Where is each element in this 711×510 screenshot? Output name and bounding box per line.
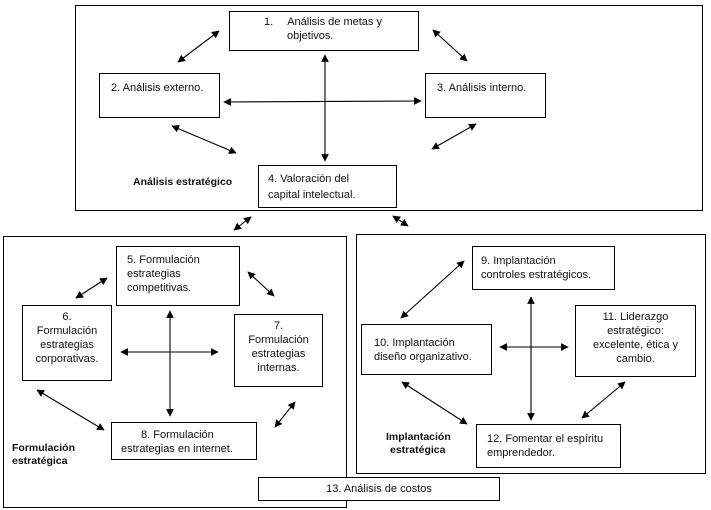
box-8-internet-strategies: 8. Formulación estrategias en internet. (111, 422, 257, 460)
box-11-line-3: excelente, ética y (593, 339, 678, 351)
box-2-external-analysis: 2. Análisis externo. (99, 73, 220, 118)
box-12-line-1: 12. Fomentar el espíritu (487, 433, 604, 445)
box-3-internal-analysis: 3. Análisis interno. (425, 73, 546, 118)
box-6-line-1: 6. (62, 311, 72, 323)
box-9-strategic-controls: 9. Implantación controles estratégicos. (472, 246, 615, 290)
formulation-label-line-2: estratégica (12, 455, 68, 467)
box-3-label: 3. Análisis interno. (437, 82, 527, 94)
box-11-strategic-leadership: 11. Liderazgo estratégico: excelente, ét… (575, 305, 696, 377)
box-10-line-2: diseño organizativo. (374, 351, 472, 363)
box-4-intellectual-capital: 4. Valoración del capital intelectual. (258, 165, 397, 208)
box-11-line-4: cambio. (616, 353, 655, 365)
box-11-line-1: 11. Liderazgo (602, 311, 669, 323)
formulation-label: Formulación estratégica (12, 442, 75, 468)
formulation-label-line-1: Formulación (12, 442, 76, 454)
strategic-analysis-label: Análisis estratégico (133, 176, 233, 188)
box-6-line-3: estrategias (40, 339, 94, 351)
box-8-line-2: estrategias en internet. (121, 443, 233, 455)
implementation-label-line-1: Implantación (386, 431, 451, 443)
box-10-organizational-design: 10. Implantación diseño organizativo. (361, 324, 492, 375)
box-5-line-1: 5. Formulación (127, 254, 200, 266)
box-6-line-4: corporativas. (35, 353, 99, 365)
box-10-line-1: 10. Implantación (374, 337, 455, 349)
box-7-line-1: 7. (273, 320, 284, 332)
implementation-label: Implantación estratégica (386, 431, 451, 457)
box-7-internal-strategies: 7. Formulación estrategias internas. (234, 314, 323, 387)
box-6-corporate-strategies: 6. Formulación estrategias corporativas. (22, 305, 112, 381)
box-13-cost-analysis: 13. Análisis de costos (258, 477, 500, 501)
box-5-line-3: competitivas. (127, 282, 192, 294)
box-13-label: 13. Análisis de costos (326, 483, 432, 495)
box-2-label: 2. Análisis externo. (111, 82, 204, 94)
box-4-line-2: capital intelectual. (268, 189, 356, 201)
box-7-line-3: estrategias (251, 348, 306, 360)
box-7-line-4: internas. (257, 362, 300, 374)
box-1-line-1: Análisis de metas y (287, 16, 382, 28)
arrow-analysis-implementation (392, 215, 409, 227)
box-6-line-2: Formulación (36, 325, 98, 337)
box-8-line-1: 8. Formulación (141, 429, 214, 441)
box-7-line-2: Formulación (248, 334, 309, 346)
box-9-line-2: controles estratégicos. (481, 269, 592, 281)
implementation-label-line-2: estratégica (390, 444, 446, 456)
box-5-line-2: estrategias (127, 268, 181, 280)
box-1-goals-analysis: 1. Análisis de metas y objetivos. (229, 11, 419, 51)
box-4-line-1: 4. Valoración del (268, 173, 350, 185)
box-11-line-2: estratégico: (607, 325, 664, 337)
box-5-competitive-strategies: 5. Formulación estrategias competitivas. (116, 246, 240, 306)
box-9-line-1: 9. Implantación (481, 255, 556, 267)
box-1-line-2: objetivos. (287, 30, 334, 42)
box-1-number: 1. (264, 16, 274, 28)
box-12-entrepreneurship: 12. Fomentar el espíritu emprendedor. (476, 424, 621, 468)
box-12-line-2: emprendedor. (487, 447, 555, 459)
arrow-analysis-formulation (233, 216, 252, 231)
